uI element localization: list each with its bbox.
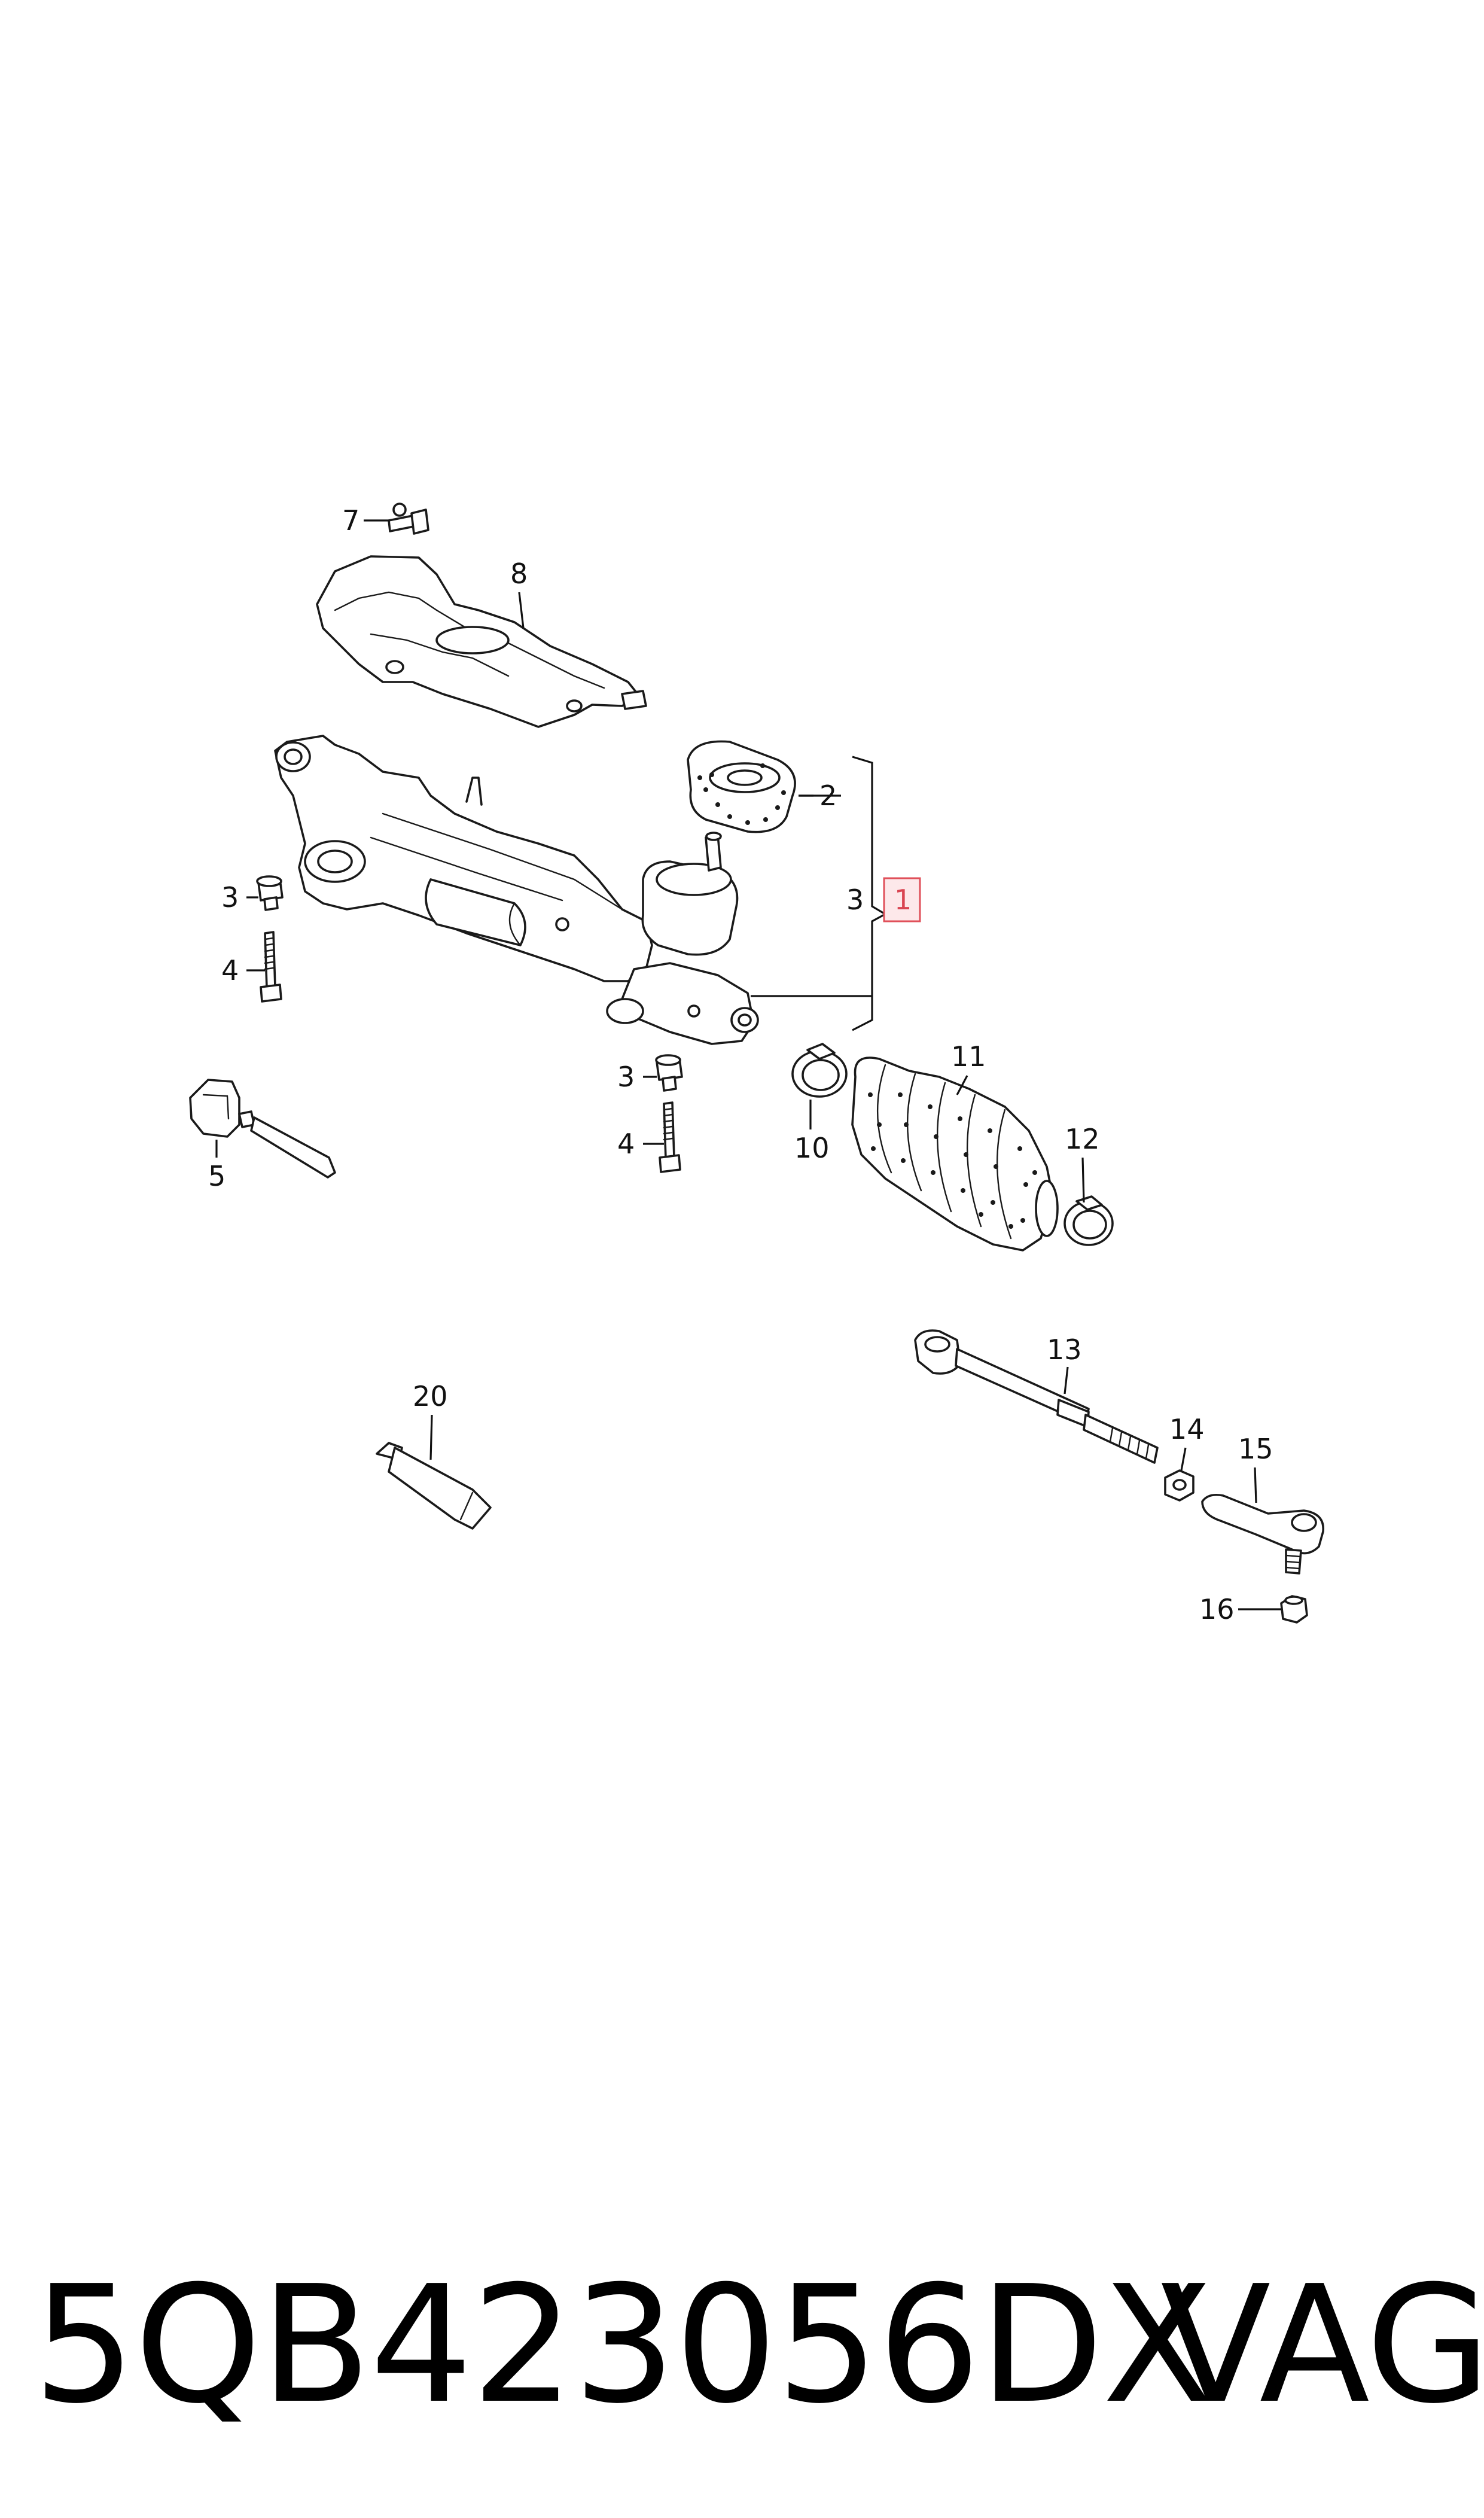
part-15-tie-rod-end <box>1201 1493 1324 1575</box>
part-8-heat-shield <box>316 555 647 728</box>
part-13-tie-rod <box>914 1329 1159 1464</box>
part-10-clamp <box>791 1043 848 1098</box>
callout-10: 10 <box>794 1132 830 1164</box>
part-2-bushing <box>687 740 796 833</box>
brand-name: VAG <box>1160 2251 1484 2439</box>
callout-labels: 1 2 3 3 3 4 4 5 7 8 10 11 12 13 14 15 16… <box>208 504 1273 1625</box>
callout-5: 5 <box>208 1160 226 1192</box>
part-3-bolt-upper-left <box>256 875 284 911</box>
part-20-grease-tube <box>376 1442 492 1530</box>
callout-12: 12 <box>1065 1123 1100 1155</box>
callout-8: 8 <box>510 558 528 590</box>
callout-3-upper-left: 3 <box>221 881 239 914</box>
callout-2: 2 <box>819 780 837 812</box>
callout-3-lower: 3 <box>617 1061 635 1093</box>
callout-15: 15 <box>1238 1433 1273 1465</box>
leader-lines <box>215 519 1281 1610</box>
part-4-bolt-upper-left <box>260 931 282 1003</box>
callout-16: 16 <box>1199 1593 1235 1625</box>
part-16-nut <box>1280 1595 1308 1624</box>
part-1-steering-rack <box>274 735 759 1045</box>
part-4-bolt-lower <box>659 1101 681 1173</box>
callout-4-lower: 4 <box>617 1128 635 1160</box>
callout-20: 20 <box>413 1380 448 1412</box>
callout-1: 1 <box>894 884 912 916</box>
part-3-bolt-lower <box>655 1054 683 1092</box>
part-11-boot <box>851 1056 1059 1252</box>
highlight-box-1 <box>883 877 921 922</box>
callout-13: 13 <box>1047 1333 1082 1366</box>
footer-caption: 5QB423056DX VAG <box>0 2237 1484 2453</box>
part-14-nut <box>1164 1469 1194 1502</box>
callout-14: 14 <box>1169 1413 1205 1445</box>
exploded-parts-diagram: 1 2 3 3 3 4 4 5 7 8 10 11 12 13 14 15 16… <box>189 503 1324 1625</box>
part-number: 5QB423056DX <box>33 2251 1213 2439</box>
callout-3-group: 3 <box>846 884 864 916</box>
callout-11: 11 <box>951 1040 986 1073</box>
callout-7: 7 <box>342 504 359 537</box>
part-12-clamp <box>1064 1195 1114 1246</box>
part-5-sensor <box>189 1079 336 1179</box>
part-7-bolt <box>388 503 429 535</box>
callout-4-upper-left: 4 <box>221 954 239 987</box>
